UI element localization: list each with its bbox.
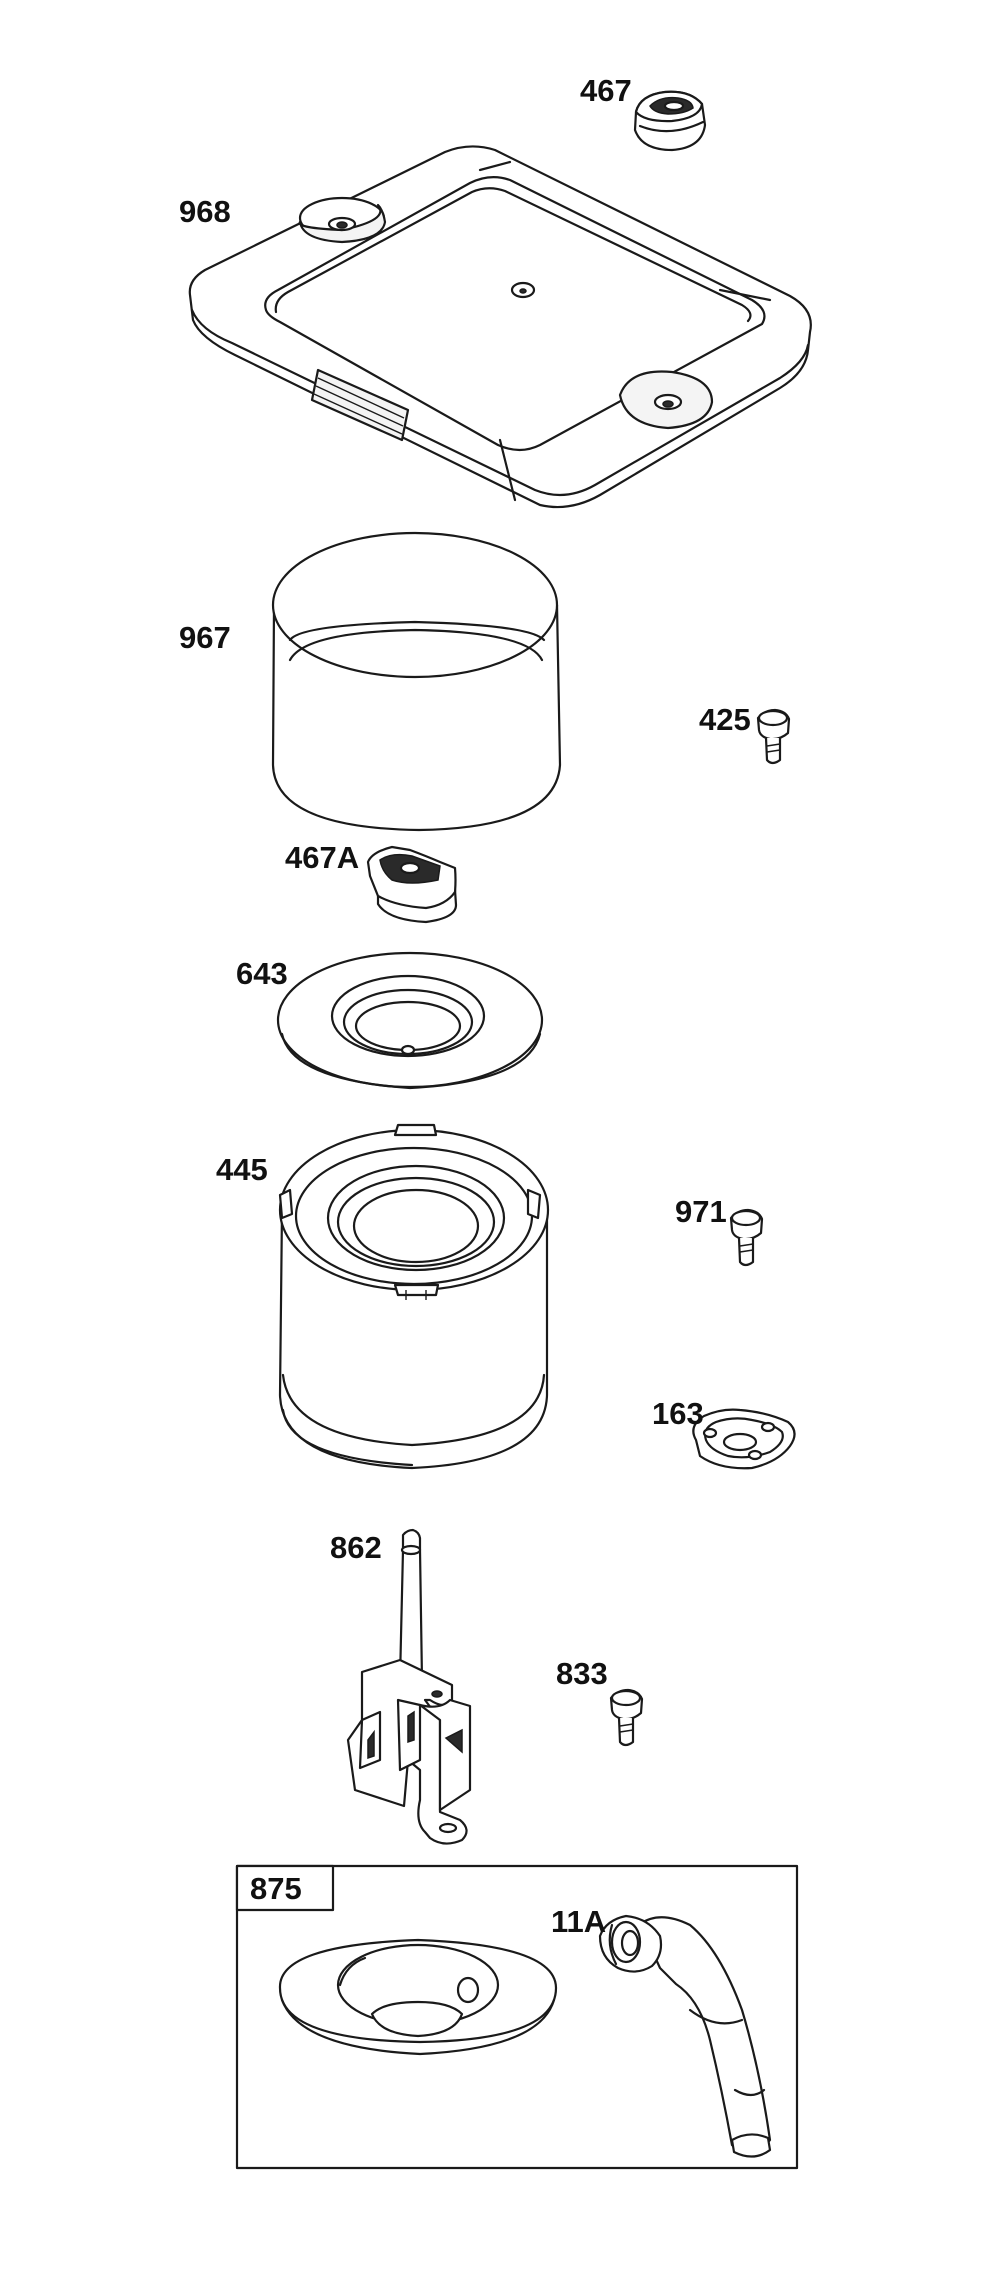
part-968-cover: [188, 145, 812, 509]
part-875-adapter: [278, 1938, 558, 2056]
kit-875-frame: [235, 1864, 799, 2170]
part-445-filter: [278, 1123, 550, 1470]
part-971-screw: [729, 1208, 764, 1267]
part-967-sleeve: [271, 531, 562, 832]
label-862: 862: [330, 1530, 382, 1565]
part-11a-hose: [598, 1914, 772, 2158]
label-11a: 11A: [551, 1904, 606, 1939]
part-862-bracket: [346, 1528, 472, 1845]
part-833-screw: [609, 1688, 644, 1747]
label-968: 968: [179, 194, 231, 229]
label-971: 971: [675, 1194, 727, 1229]
label-875: 875: [250, 1871, 302, 1906]
part-425-screw: [756, 708, 791, 765]
label-467a: 467A: [285, 840, 359, 875]
label-833: 833: [556, 1656, 608, 1691]
part-163-gasket: [692, 1408, 796, 1470]
label-967: 967: [179, 620, 231, 655]
label-643: 643: [236, 956, 288, 991]
label-425: 425: [699, 702, 751, 737]
part-467a-knob: [366, 845, 458, 924]
label-163: 163: [652, 1396, 704, 1431]
label-467: 467: [580, 73, 632, 108]
part-467-knob: [633, 90, 707, 152]
part-643-plate: [276, 951, 544, 1090]
label-445: 445: [216, 1152, 268, 1187]
